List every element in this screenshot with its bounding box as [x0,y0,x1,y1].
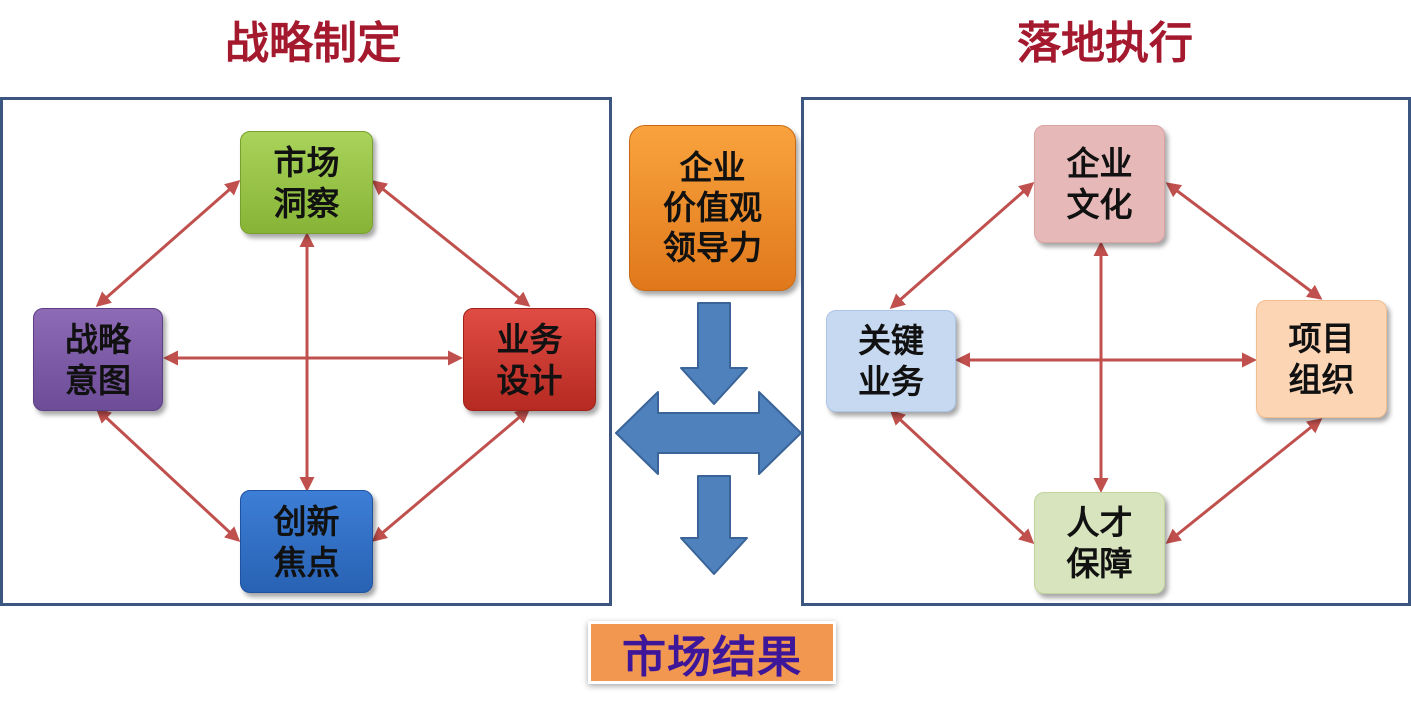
node-project-organization-line1: 项目 [1288,319,1355,358]
node-strategic-intent: 战略 意图 [33,308,163,411]
node-key-business: 关键 业务 [826,310,956,412]
double-horizontal-arrow [615,391,802,475]
node-corporate-culture-line2: 文化 [1066,185,1133,224]
node-business-design: 业务 设计 [463,308,596,411]
market-result-box: 市场结果 [588,621,836,684]
core-line1: 企业 [679,148,746,187]
connector-project-org-to-talent [1165,418,1323,544]
down-arrow-lower [680,475,748,575]
connector-business-design-to-innovation-focus [371,408,531,542]
node-project-organization-line2: 组织 [1288,360,1355,399]
node-key-business-line2: 业务 [858,362,924,401]
node-market-insight-line2: 洞察 [273,183,340,223]
market-result-label: 市场结果 [622,631,802,683]
node-talent-support: 人才 保障 [1034,492,1165,594]
node-innovation-focus-line2: 焦点 [273,542,340,582]
connector-market-insight-to-business-design [371,180,531,307]
node-business-design-line1: 业务 [496,319,563,359]
node-core-values-leadership: 企业 价值观 领导力 [629,125,796,291]
connector-strategic-intent-to-innovation-focus [95,407,241,543]
node-innovation-focus: 创新 焦点 [240,490,373,593]
node-strategic-intent-line1: 战略 [65,319,131,359]
node-market-insight: 市场 洞察 [240,131,373,234]
execution-title: 落地执行 [1017,18,1193,69]
node-project-organization: 项目 组织 [1256,300,1387,418]
node-corporate-culture-line1: 企业 [1066,144,1133,183]
node-market-insight-line1: 市场 [273,142,340,182]
node-innovation-focus-line1: 创新 [273,501,340,541]
node-key-business-line1: 关键 [858,321,924,360]
core-line3: 领导力 [663,228,762,267]
node-talent-support-line1: 人才 [1066,503,1133,542]
node-business-design-line2: 设计 [496,360,563,400]
core-line2: 价值观 [663,188,762,227]
connector-market-insight-to-strategic-intent [95,180,241,307]
node-talent-support-line2: 保障 [1066,544,1133,583]
node-corporate-culture: 企业 文化 [1034,125,1165,243]
down-arrow-upper [680,302,748,405]
connector-culture-to-project-org [1165,182,1323,300]
connector-key-business-to-talent [889,409,1035,545]
strategy-formulation-title: 战略制定 [225,18,401,69]
node-strategic-intent-line2: 意图 [65,360,131,400]
connector-culture-to-key-business [889,182,1035,309]
